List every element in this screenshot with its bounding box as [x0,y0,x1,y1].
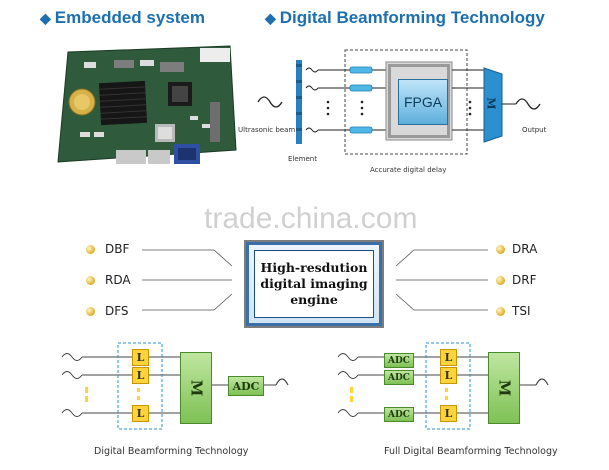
embedded-system-heading-text: Embedded system [54,8,206,27]
summation-block: M [488,352,520,424]
feature-drf: DRF [512,273,537,287]
feature-dra: DRA [512,242,538,256]
feature-bullet-icon [86,245,95,254]
beamforming-heading-text: Digital Beamforming Technology [279,8,545,27]
beamforming-heading: ◆Digital Beamforming Technology [265,8,545,28]
feature-bullet-icon [86,307,95,316]
embedded-board-image [57,45,237,164]
adc-block: ADC [384,407,414,422]
fpga-chip: FPGA [398,79,448,125]
ultrasonic-beam-label: Ultrasonic beam [238,126,296,134]
diamond-bullet-icon: ◆ [265,10,276,26]
watermark-text: trade.china.com [204,202,418,235]
feature-dbf: DBF [105,242,130,256]
feature-bullet-icon [496,307,505,316]
imaging-engine-panel: High-resdution digital imaging engine [254,250,374,318]
feature-rda: RDA [105,273,131,287]
engine-line-1: High-resdution [260,260,368,275]
feature-bullet-icon [496,276,505,285]
delay-block: L [440,367,457,384]
delay-label: Accurate digital delay [370,166,447,174]
digital-beamforming-diagram [61,342,289,430]
summation-label: M [484,97,498,110]
feature-tsi: TSI [512,304,531,318]
full-digital-beamforming-diagram [337,342,549,430]
delay-block: L [132,349,149,366]
imaging-engine-box: High-resdution digital imaging engine [244,240,384,328]
output-label: Output [522,126,547,134]
summation-block: M [180,352,212,424]
embedded-system-heading: ◆Embedded system [40,8,205,28]
adc-block: ADC [384,370,414,385]
engine-line-3: engine [290,292,338,307]
summation-block-label: M [186,379,205,397]
summation-block-label: M [494,379,513,397]
delay-block: L [132,367,149,384]
feature-bullet-icon [496,245,505,254]
delay-block: L [440,405,457,422]
delay-block: L [132,405,149,422]
feature-connector-lines [142,249,488,311]
imaging-engine-title: High-resdution digital imaging engine [260,260,367,308]
element-label: Element [288,155,317,163]
full-digital-beamforming-caption: Full Digital Beamforming Technology [384,446,558,457]
feature-bullet-icon [86,276,95,285]
digital-beamforming-caption: Digital Beamforming Technology [94,446,249,457]
delay-block: L [440,349,457,366]
diamond-bullet-icon: ◆ [40,10,51,26]
delay-ellipsis [137,388,144,400]
feature-dfs: DFS [105,304,129,318]
adc-block: ADC [384,353,414,368]
adc-block: ADC [228,376,264,396]
delay-ellipsis [445,388,452,400]
engine-line-2: digital imaging [260,276,368,291]
